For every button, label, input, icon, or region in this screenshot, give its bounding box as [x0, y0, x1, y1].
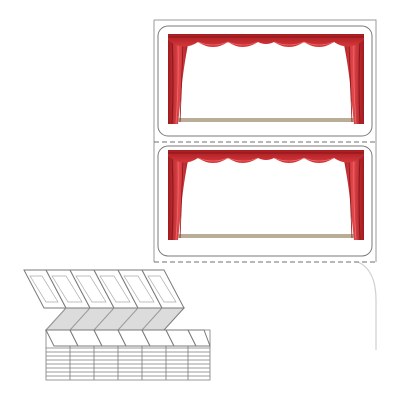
ticket-bottom: [157, 145, 373, 257]
ticket-stack-icon: [23, 269, 211, 381]
theater-curtain-icon: [167, 33, 365, 125]
roll-liner-tail: [357, 261, 377, 350]
roll-liner-outline: [154, 19, 377, 262]
ticket-stack-fold: [44, 307, 186, 331]
ticket-stack-top-row: [23, 269, 185, 309]
ticket-stack-top-face: [45, 329, 211, 347]
ticket-top: [157, 25, 373, 137]
theater-curtain-icon: [167, 149, 365, 241]
